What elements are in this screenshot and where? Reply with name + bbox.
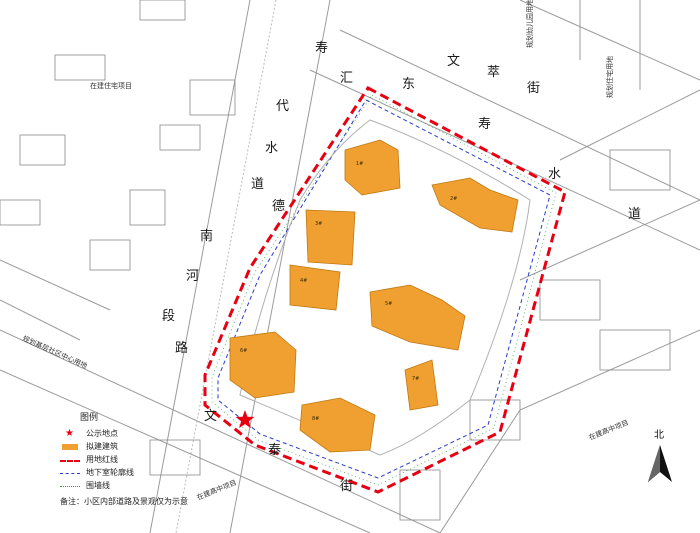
proposed-buildings bbox=[229, 139, 519, 453]
building-7 bbox=[404, 359, 439, 411]
building-3 bbox=[305, 209, 356, 266]
wall-line bbox=[211, 94, 557, 486]
road-char: 道 bbox=[251, 177, 264, 192]
building-6-label: 6# bbox=[240, 348, 247, 354]
road-char: 街 bbox=[527, 81, 540, 96]
road-char: 河 bbox=[186, 269, 199, 284]
building-swatch-icon bbox=[60, 442, 80, 452]
legend-label: 拟建建筑 bbox=[86, 442, 118, 451]
building-1-label: 1# bbox=[356, 161, 363, 167]
legend-label: 公示地点 bbox=[86, 429, 118, 438]
road-char: 萃 bbox=[487, 65, 500, 80]
road-char: 段 bbox=[162, 309, 175, 324]
legend-item-building: 拟建建筑 bbox=[60, 440, 300, 453]
legend-note: 备注：小区内部道路及景观仅为示意 bbox=[60, 497, 188, 506]
building-7-label: 7# bbox=[412, 376, 419, 382]
building-3-label: 3# bbox=[315, 221, 322, 227]
building-5-label: 5# bbox=[385, 301, 392, 307]
context-buildings bbox=[0, 0, 671, 521]
label-school-right: 在建高中项目 bbox=[587, 418, 629, 442]
legend-item-redline: 用地红线 bbox=[60, 453, 300, 466]
building-1 bbox=[344, 139, 401, 196]
label-planned-kindergarten: 规划幼儿园用地 bbox=[525, 0, 534, 48]
road-char: 街 bbox=[340, 479, 353, 494]
road-char: 文 bbox=[204, 409, 217, 424]
road-char: 代 bbox=[276, 99, 289, 114]
blue-dash-icon bbox=[60, 468, 80, 478]
legend-item-notice: ★ 公示地点 bbox=[60, 427, 300, 440]
north-label: 北 bbox=[654, 429, 664, 441]
star-icon: ★ bbox=[65, 427, 74, 439]
green-dot-icon bbox=[60, 481, 80, 491]
building-6 bbox=[229, 331, 297, 399]
building-labels: 1# 2# 3# 4# 5# 6# 7# 8# bbox=[240, 161, 457, 422]
building-4 bbox=[289, 264, 341, 311]
label-planned-residential-right: 规划住宅用地 bbox=[605, 56, 614, 98]
road-char: 寿 bbox=[478, 117, 491, 132]
internal-road bbox=[239, 119, 531, 456]
legend-item-basement: 地下室轮廓线 bbox=[60, 466, 300, 479]
road-labels: 寿 汇 东 文 萃 街 寿 水 道 代 水 道 德 南 河 段 路 文 泰 街 bbox=[162, 41, 641, 494]
road-char: 路 bbox=[175, 340, 188, 356]
legend-title: 图例 bbox=[80, 413, 99, 423]
site-red-line bbox=[203, 86, 567, 494]
road-char: 寿 bbox=[315, 41, 328, 56]
notice-point-star bbox=[235, 410, 255, 429]
road-char: 南 bbox=[200, 228, 213, 244]
legend-label: 地下室轮廓线 bbox=[86, 468, 134, 477]
label-planned-residential-left: 在建住宅项目 bbox=[90, 81, 132, 90]
building-2-label: 2# bbox=[450, 196, 457, 202]
legend: 图例 ★ 公示地点 拟建建筑 用地红线 地下室轮廓线 围墙线 备注：小区内部道路… bbox=[60, 410, 300, 507]
road-char: 水 bbox=[265, 141, 278, 156]
road-char: 水 bbox=[548, 167, 561, 182]
road-char: 德 bbox=[272, 199, 285, 214]
north-arrow: 北 bbox=[648, 429, 672, 482]
road-char: 泰 bbox=[268, 443, 281, 458]
basement-outline bbox=[217, 99, 551, 479]
road-char: 文 bbox=[447, 54, 460, 69]
building-8 bbox=[299, 397, 376, 453]
building-5 bbox=[369, 284, 466, 351]
road-char: 汇 bbox=[340, 71, 353, 86]
legend-label: 围墙线 bbox=[86, 481, 110, 490]
building-8-label: 8# bbox=[312, 416, 319, 422]
legend-item-wall: 围墙线 bbox=[60, 479, 300, 492]
building-4-label: 4# bbox=[300, 278, 307, 284]
road-char: 东 bbox=[402, 77, 415, 92]
legend-label: 用地红线 bbox=[86, 455, 118, 464]
red-dash-icon bbox=[60, 455, 80, 465]
building-2 bbox=[431, 177, 519, 233]
road-char: 道 bbox=[628, 207, 641, 222]
